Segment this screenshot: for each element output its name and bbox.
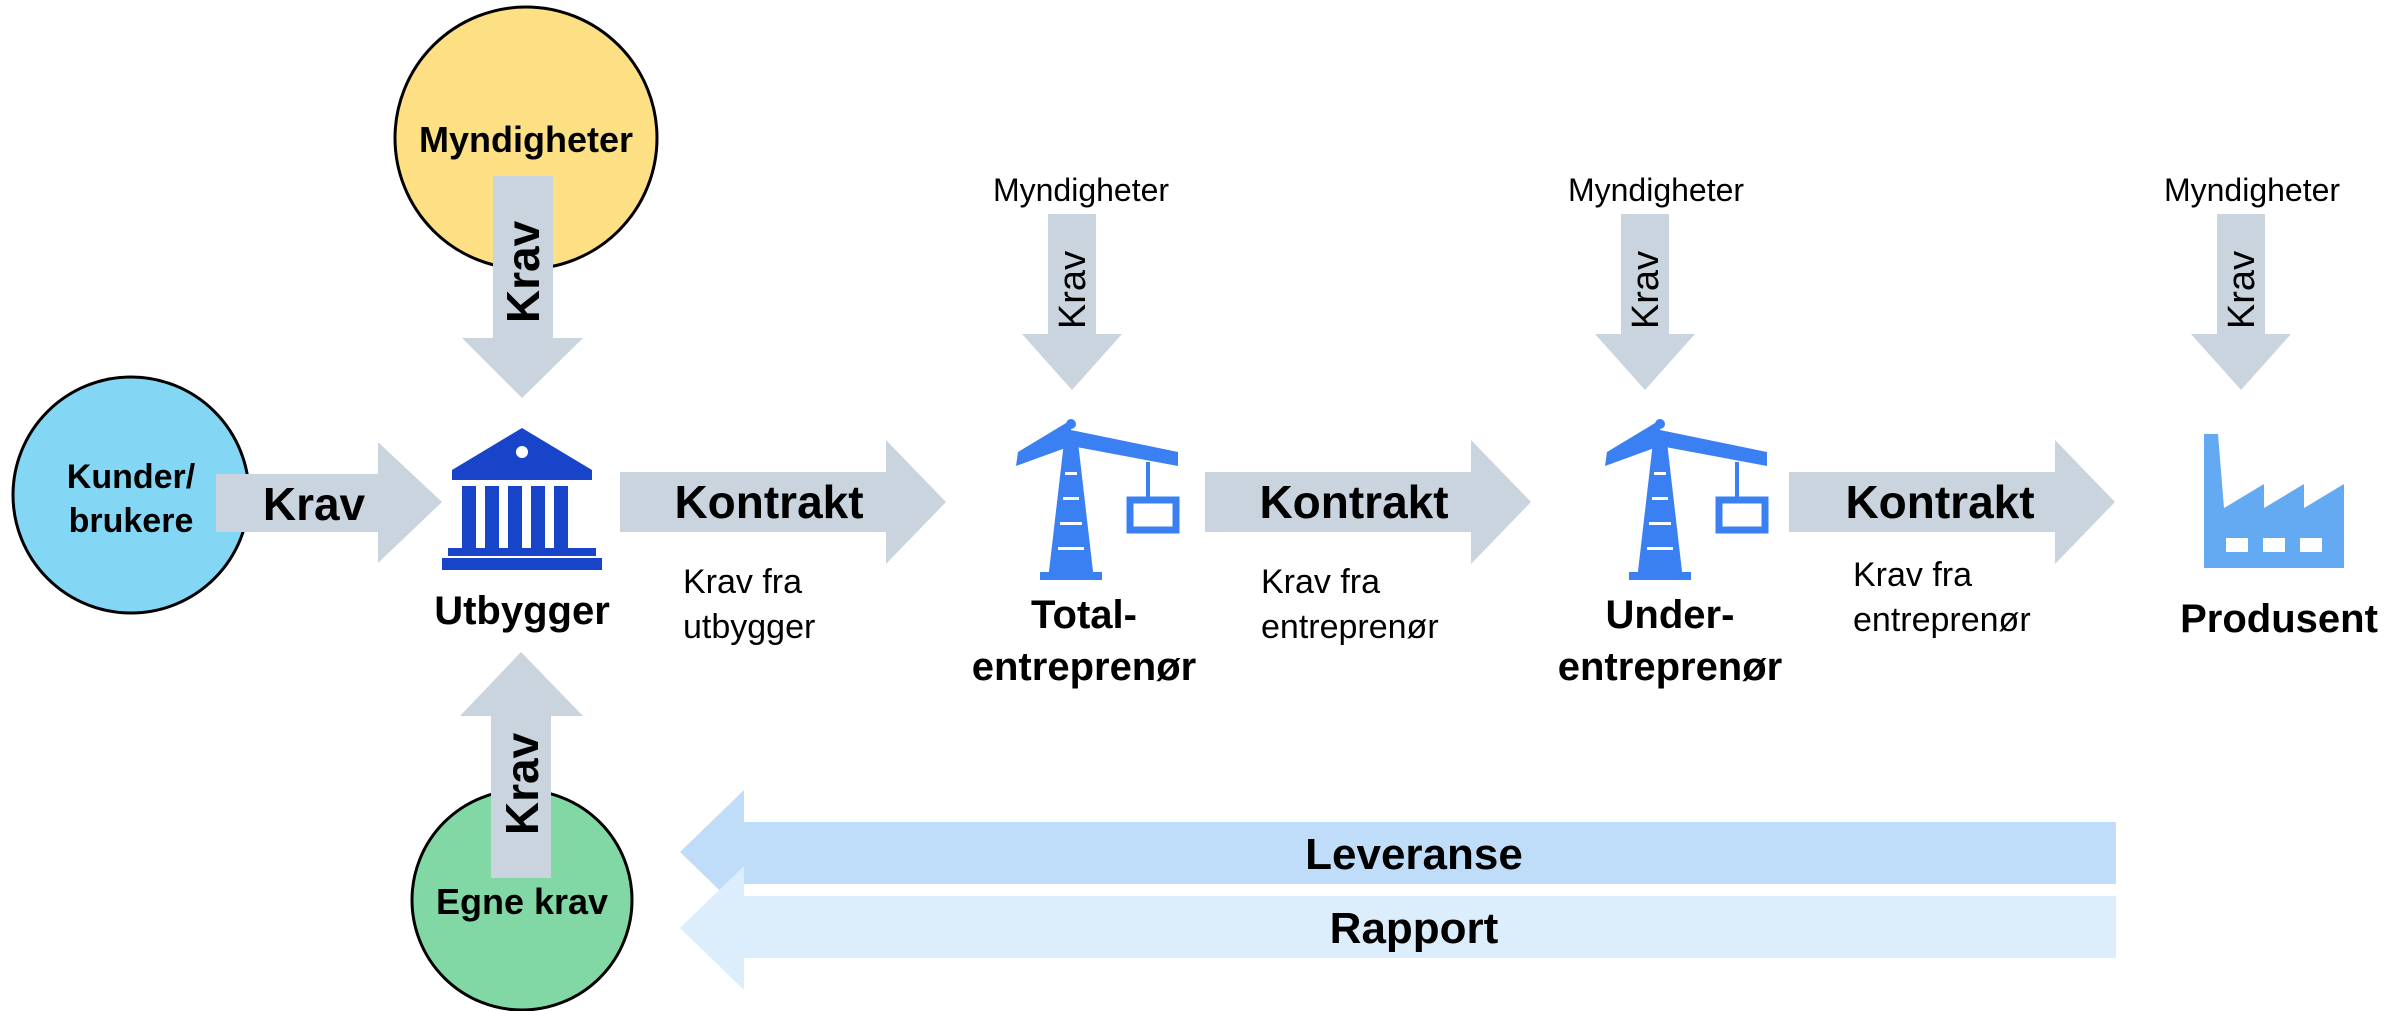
krav-arrow-right (216, 442, 442, 563)
contract-sublabel-3-line1: Krav fra (1853, 556, 1972, 594)
contract-label-3: Kontrakt (1845, 476, 2034, 528)
customers-label-line1: Kunder/ (67, 458, 196, 496)
factory-icon (2204, 434, 2344, 568)
customers-label-line2: brukere (69, 502, 194, 540)
report-label: Rapport (1330, 904, 1499, 953)
contract-arrow-1 (620, 440, 946, 564)
authorities-small-label-3: Myndigheter (2164, 172, 2340, 208)
krav-small-label-2: Krav (1625, 251, 1667, 329)
contract-sublabel-1-line1: Krav fra (683, 563, 802, 601)
krav-small-label-3: Krav (2221, 251, 2263, 329)
contract-label-2: Kontrakt (1259, 476, 1448, 528)
producer-label: Produsent (2180, 597, 2378, 641)
contract-sublabel-3-line2: entreprenør (1853, 601, 2031, 639)
krav-label-bottom: Krav (496, 732, 548, 835)
krav-small-arrow-2 (1595, 214, 1695, 390)
crane-icon (1605, 419, 1769, 580)
krav-label-left: Krav (263, 478, 366, 530)
krav-small-arrow-1 (1022, 214, 1122, 390)
own-requirements-label: Egne krav (436, 881, 608, 922)
delivery-arrow (680, 790, 2116, 914)
contract-arrow-3 (1789, 440, 2115, 564)
contract-label-1: Kontrakt (674, 476, 863, 528)
subcontractor-label-line2: entreprenør (1558, 645, 1783, 689)
developer-label: Utbygger (434, 589, 610, 633)
krav-small-label-1: Krav (1052, 251, 1094, 329)
authorities-small-label-1: Myndigheter (993, 172, 1169, 208)
contract-arrow-2 (1205, 440, 1531, 564)
krav-label-top: Krav (497, 220, 549, 323)
authorities-label: Myndigheter (419, 119, 633, 160)
krav-arrow-down (462, 176, 583, 398)
krav-small-arrow-3 (2191, 214, 2291, 390)
delivery-label: Leveranse (1305, 830, 1523, 879)
general-contractor-label-line1: Total- (1031, 593, 1137, 637)
report-arrow (680, 866, 2116, 990)
crane-icon (1016, 419, 1180, 580)
general-contractor-label-line2: entreprenør (972, 645, 1197, 689)
contract-sublabel-1-line2: utbygger (683, 608, 815, 646)
krav-arrow-up (460, 652, 583, 878)
contract-sublabel-2-line1: Krav fra (1261, 563, 1380, 601)
subcontractor-label-line1: Under- (1606, 593, 1735, 637)
contract-sublabel-2-line2: entreprenør (1261, 608, 1439, 646)
bank-icon (442, 428, 602, 570)
authorities-small-label-2: Myndigheter (1568, 172, 1744, 208)
